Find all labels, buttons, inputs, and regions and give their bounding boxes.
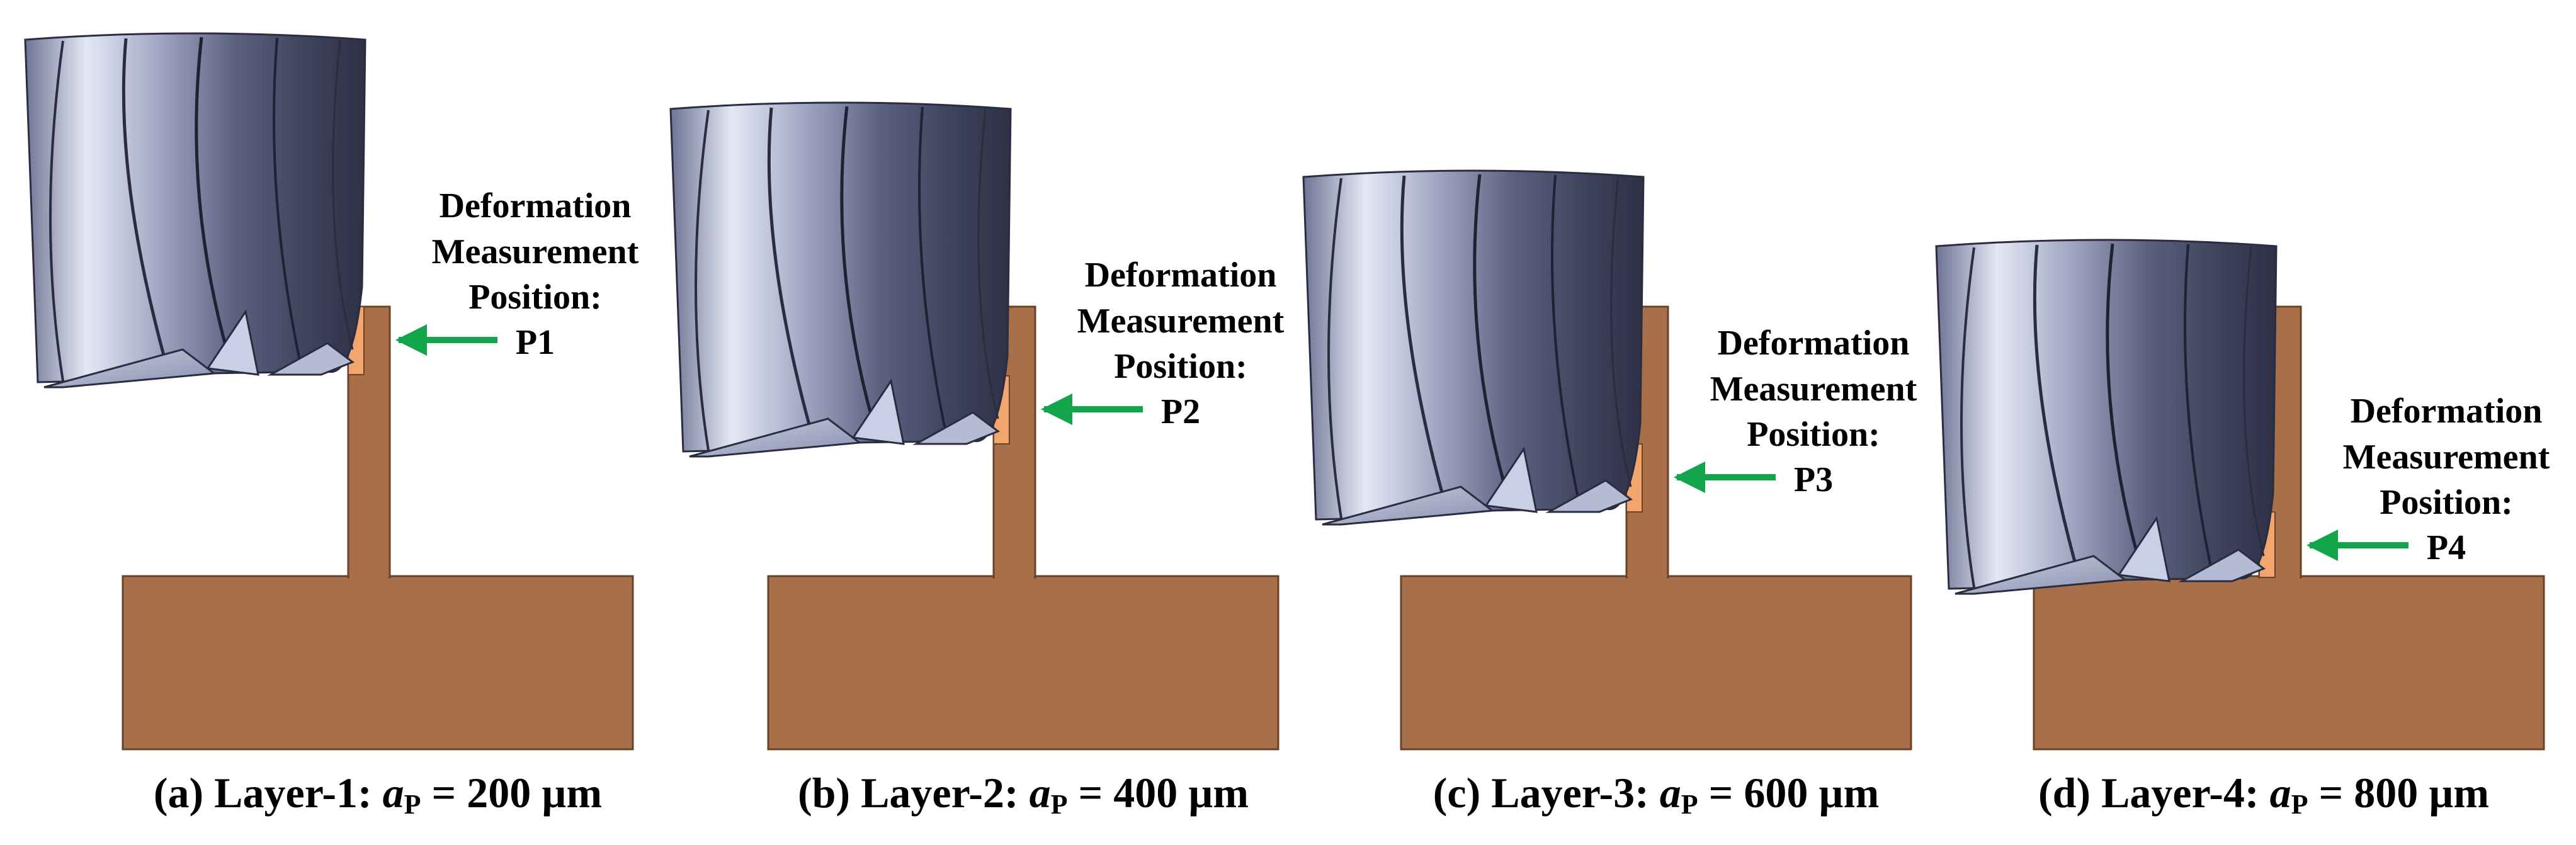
caption-value: = 200 µm: [421, 769, 603, 817]
caption: (a) Layer-1: aP = 200 µm: [154, 769, 602, 820]
position-label: P1: [516, 323, 555, 362]
position-label: P2: [1161, 392, 1200, 431]
caption-prefix: (a) Layer-1:: [154, 769, 383, 817]
annotation-line1: Deformation: [440, 186, 632, 225]
caption-var-sub: P: [2291, 789, 2308, 820]
end-mill-tool: [669, 101, 1012, 458]
end-mill-tool: [24, 32, 366, 388]
workpiece-base: [1400, 575, 1912, 751]
caption-var: a: [1030, 769, 1051, 817]
annotation-line2: Measurement: [1077, 302, 1285, 341]
annotation: Deformation Measurement Position: P1: [432, 186, 639, 362]
panel-b: Deformation Measurement Position: P2 (b)…: [669, 101, 1285, 820]
annotation-line2: Measurement: [2343, 438, 2550, 477]
annotation-line2: Measurement: [432, 232, 639, 271]
caption-value: = 800 µm: [2308, 769, 2489, 817]
wall-cover: [1628, 570, 1667, 579]
end-mill-tool: [1302, 169, 1645, 526]
caption: (c) Layer-3: aP = 600 µm: [1433, 769, 1879, 820]
caption-prefix: (c) Layer-3:: [1433, 769, 1660, 817]
position-label: P3: [1794, 460, 1833, 499]
caption-value: = 600 µm: [1698, 769, 1880, 817]
wall-cover: [995, 570, 1034, 579]
annotation: Deformation Measurement Position: P4: [2343, 392, 2550, 567]
caption-prefix: (d) Layer-4:: [2038, 769, 2270, 817]
caption: (b) Layer-2: aP = 400 µm: [798, 769, 1249, 820]
panel-c: Deformation Measurement Position: P3 (c)…: [1302, 169, 1917, 820]
caption-value: = 400 µm: [1067, 769, 1249, 817]
annotation: Deformation Measurement Position: P3: [1710, 324, 1917, 499]
annotation-line3: Position:: [468, 278, 602, 317]
wall-cover: [349, 570, 389, 579]
workpiece-base: [767, 575, 1279, 751]
annotation-line3: Position:: [1747, 415, 1880, 454]
annotation-line1: Deformation: [1718, 324, 1910, 363]
caption-var: a: [383, 769, 404, 817]
caption-var-sub: P: [1681, 789, 1698, 820]
caption-var: a: [1660, 769, 1681, 817]
caption-prefix: (b) Layer-2:: [798, 769, 1030, 817]
caption-var: a: [2270, 769, 2291, 817]
caption-var-sub: P: [404, 789, 421, 820]
workpiece-base: [122, 575, 634, 751]
panel-d: Deformation Measurement Position: P4 (d)…: [1935, 239, 2550, 820]
annotation-line1: Deformation: [2351, 392, 2543, 431]
annotation: Deformation Measurement Position: P2: [1077, 256, 1285, 431]
caption-var-sub: P: [1051, 789, 1068, 820]
annotation-line3: Position:: [1114, 347, 1247, 386]
annotation-line2: Measurement: [1710, 370, 1917, 409]
end-mill-tool: [1935, 239, 2278, 595]
workpiece-base: [2033, 575, 2545, 751]
annotation-line1: Deformation: [1085, 256, 1277, 295]
panel-a: Deformation Measurement Position: P1 (a)…: [24, 32, 639, 820]
caption: (d) Layer-4: aP = 800 µm: [2038, 769, 2489, 820]
position-label: P4: [2427, 528, 2466, 567]
annotation-line3: Position:: [2380, 483, 2513, 522]
